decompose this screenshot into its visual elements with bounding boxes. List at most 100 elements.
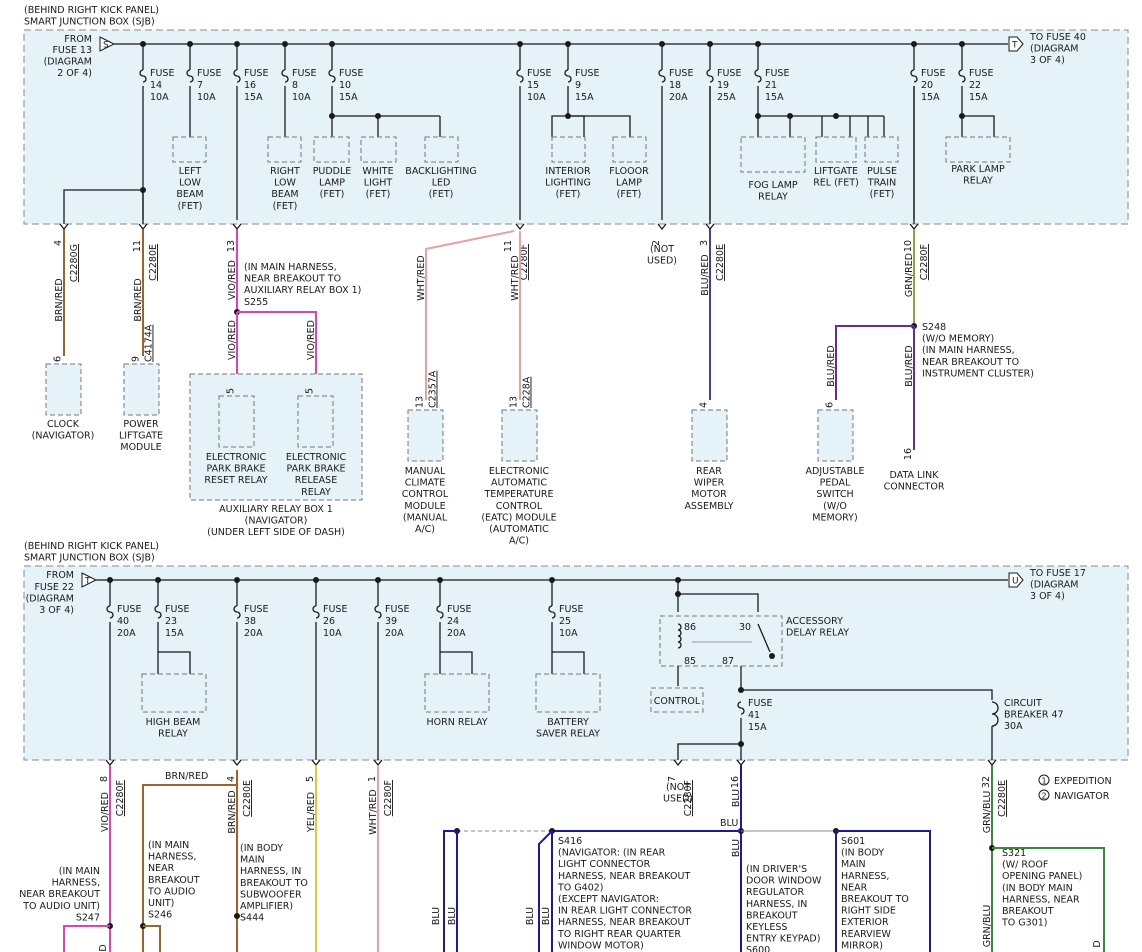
load-label: RIGHT xyxy=(270,166,300,177)
pin-number: 4 xyxy=(226,776,237,782)
fuse-label: FUSE xyxy=(447,604,471,615)
pin-number: 7 xyxy=(667,776,678,782)
wire-color: BRN/RED xyxy=(227,790,238,833)
wire-blu xyxy=(443,830,457,952)
splice-note: S255 xyxy=(244,297,268,308)
to-fuse: (DIAGRAM xyxy=(1030,580,1078,591)
splice-note: BREAKOUT xyxy=(148,875,200,886)
component-label: RELAY xyxy=(301,487,331,498)
load-label: BATTERY xyxy=(547,717,589,728)
pin-number: 32 xyxy=(981,776,992,788)
fuse-label: FUSE xyxy=(339,68,363,79)
pin-number: 6 xyxy=(53,356,64,362)
splice-note: HARNESS, IN xyxy=(746,899,807,910)
load-label: FOG LAMP xyxy=(748,180,798,191)
load-label: LOW xyxy=(179,178,201,189)
from-fuse: (DIAGRAM xyxy=(26,594,74,605)
fuse-icon xyxy=(754,69,762,83)
wire xyxy=(677,580,759,612)
junction-box-bottom xyxy=(23,565,1129,761)
breaker-label: BREAKER 47 xyxy=(1004,710,1064,721)
connector-icon xyxy=(373,759,383,767)
fuse-icon xyxy=(910,69,918,83)
wire xyxy=(962,115,995,137)
splice-note: S444 xyxy=(240,913,264,924)
not-used-label: (NOT xyxy=(650,244,674,255)
pin-number: 4 xyxy=(53,240,64,246)
wire-color: WHT/RED xyxy=(416,255,427,300)
fuse-label: FUSE xyxy=(244,68,268,79)
connector-icon xyxy=(736,759,746,767)
splice-note: KEYLESS xyxy=(746,922,787,933)
splice-note: NEAR BREAKOUT xyxy=(19,889,100,900)
component-label: SWITCH xyxy=(816,489,853,500)
fuse-label: 20 xyxy=(921,80,933,91)
component-label: MODULE xyxy=(120,442,161,453)
fuse-label: 20A xyxy=(117,628,136,639)
fuse-label: 26 xyxy=(323,616,335,627)
fuse-label: FUSE xyxy=(165,604,189,615)
connector-id: C2280E xyxy=(148,244,159,281)
pin-number: 5 xyxy=(305,388,316,394)
splice-note: AUXILIARY RELAY BOX 1) xyxy=(244,285,361,296)
connector-tag: S xyxy=(103,41,109,51)
load-label: BACKLIGHTING xyxy=(405,166,476,177)
connector-icon xyxy=(311,759,321,767)
fuse-label: 15A xyxy=(748,722,767,733)
component-label: PARK BRAKE xyxy=(207,464,266,475)
wire-color: BLU xyxy=(447,907,458,925)
wire-color: D xyxy=(98,944,109,951)
load-label: RELAY xyxy=(158,729,188,740)
fuse-label: FUSE xyxy=(527,68,551,79)
connector-id: C2280E xyxy=(715,244,726,281)
fuse-label: 15A xyxy=(575,92,594,103)
load-box xyxy=(815,136,857,163)
component-box xyxy=(691,409,728,462)
from-fuse: 3 OF 4) xyxy=(39,605,74,616)
pin-number: 9 xyxy=(131,356,142,362)
splice-note: HARNESS, xyxy=(52,878,100,889)
load-label: HIGH BEAM xyxy=(146,717,201,728)
component-label: CONNECTOR xyxy=(884,482,945,493)
to-fuse: TO FUSE 40 xyxy=(1029,32,1086,43)
component-label: WIPER xyxy=(694,478,725,489)
fuse-label: 10A xyxy=(527,92,546,103)
splice-note: S246 xyxy=(148,910,172,921)
fuse-label: 19 xyxy=(717,80,729,91)
relay-pin: 86 xyxy=(684,622,696,633)
fuse-label: FUSE xyxy=(669,68,693,79)
splice-note: BREAKOUT xyxy=(1002,906,1054,917)
wire-blu xyxy=(538,830,553,952)
component-box xyxy=(297,395,334,448)
to-fuse: 3 OF 4) xyxy=(1030,591,1065,602)
from-fuse: FROM xyxy=(46,570,74,581)
load-box xyxy=(864,136,899,163)
fuse-label: 15A xyxy=(165,628,184,639)
wire-blu xyxy=(836,830,931,952)
component-label: CLIMATE xyxy=(405,478,446,489)
connector-id: C2280F xyxy=(519,244,530,280)
splice-note: TO RIGHT REAR QUARTER xyxy=(557,929,681,940)
fuse-label: 25A xyxy=(717,92,736,103)
fuse-label: FUSE xyxy=(717,68,741,79)
fuse-label: 10A xyxy=(559,628,578,639)
component-label: AUTOMATIC xyxy=(491,478,547,489)
connector-icon xyxy=(909,223,919,231)
load-label: (FET) xyxy=(320,189,345,200)
connector-id: C2280F xyxy=(683,780,694,816)
splice-note: (IN BODY xyxy=(841,848,884,859)
fuse-label: 18 xyxy=(669,80,681,91)
fuse-label: 23 xyxy=(165,616,177,627)
splice-note: (IN MAIN HARNESS, xyxy=(922,345,1015,356)
load-label: LED xyxy=(432,178,451,189)
pin-number: 16 xyxy=(903,448,914,460)
wire-color: BLU/RED xyxy=(904,345,915,386)
fuse-icon xyxy=(564,69,572,83)
splice-note: SUBWOOFER xyxy=(240,889,302,900)
fuse-icon xyxy=(106,605,114,619)
component-label: DATA LINK xyxy=(890,470,940,481)
from-fuse: FUSE 13 xyxy=(52,45,92,56)
pin-number: 5 xyxy=(226,388,237,394)
component-box xyxy=(123,363,160,416)
connector-id: C2280F xyxy=(115,780,126,816)
